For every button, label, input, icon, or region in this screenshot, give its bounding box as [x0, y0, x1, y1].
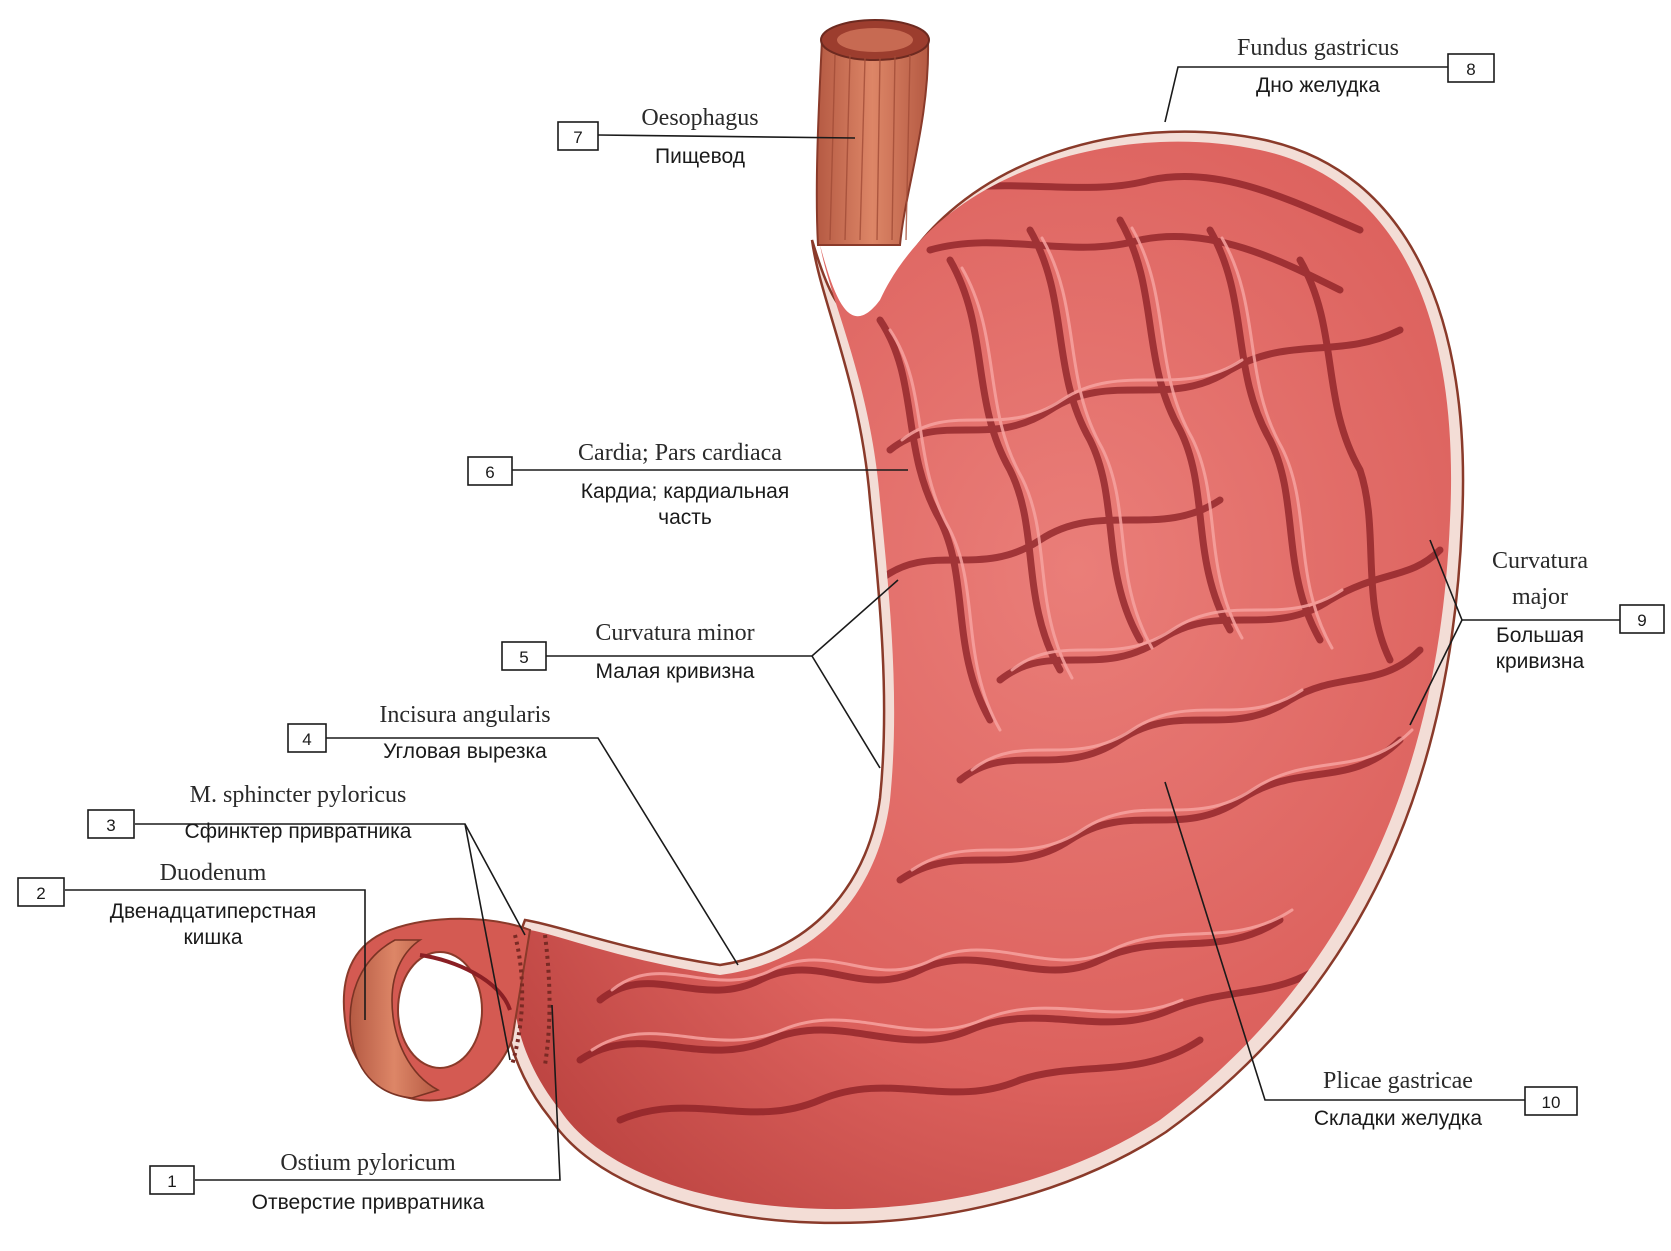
label-number: 6	[485, 463, 494, 482]
russian-term: кривизна	[1496, 650, 1585, 673]
label-curvatura-major: 9 Curvatura major Большая кривизна	[1492, 548, 1664, 673]
label-fundus: 8 Fundus gastricus Дно желудка	[1237, 35, 1494, 97]
russian-term: Сфинктер привратника	[185, 820, 412, 843]
label-number: 3	[106, 816, 115, 835]
label-duodenum: 2 Duodenum Двенадцатиперстная кишка	[18, 860, 316, 949]
russian-term: Малая кривизна	[596, 660, 755, 683]
russian-term: Угловая вырезка	[383, 740, 547, 763]
label-ostium-pyloricum: 1 Ostium pyloricum Отверстие привратника	[150, 1150, 485, 1214]
label-number: 5	[519, 648, 528, 667]
russian-term: Складки желудка	[1314, 1107, 1483, 1130]
russian-term: кишка	[183, 926, 242, 949]
russian-term: Отверстие привратника	[252, 1191, 485, 1214]
label-number: 4	[302, 730, 311, 749]
russian-term: Большая	[1496, 624, 1584, 647]
duodenum	[344, 919, 530, 1101]
latin-term: Fundus gastricus	[1237, 35, 1399, 61]
latin-term: Incisura angularis	[379, 702, 550, 728]
label-curvatura-minor: 5 Curvatura minor Малая кривизна	[502, 620, 755, 683]
latin-term: Cardia; Pars cardiaca	[578, 440, 782, 466]
latin-term: Duodenum	[160, 860, 267, 886]
russian-term: Двенадцатиперстная	[110, 900, 316, 923]
latin-term: Oesophagus	[641, 105, 758, 131]
label-number: 1	[167, 1172, 176, 1191]
label-number: 7	[573, 128, 582, 147]
latin-term: Curvatura	[1492, 548, 1588, 574]
label-plicae-gastricae: 10 Plicae gastricae Складки желудка	[1314, 1068, 1577, 1130]
oesophagus	[817, 20, 929, 245]
latin-term: Plicae gastricae	[1323, 1068, 1473, 1094]
latin-term: major	[1512, 584, 1568, 610]
latin-term: Ostium pyloricum	[280, 1150, 456, 1176]
russian-term: Кардиа; кардиальная	[581, 480, 789, 503]
label-incisura-angularis: 4 Incisura angularis Угловая вырезка	[288, 702, 551, 763]
label-number: 9	[1637, 611, 1646, 630]
russian-term: часть	[658, 506, 712, 529]
label-number: 8	[1466, 60, 1475, 79]
label-sphincter-pyloricus: 3 M. sphincter pyloricus Сфинктер привра…	[88, 782, 412, 843]
label-number: 2	[36, 884, 45, 903]
russian-term: Пищевод	[655, 145, 745, 168]
russian-term: Дно желудка	[1256, 74, 1380, 97]
label-cardia: 6 Cardia; Pars cardiaca Кардиа; кардиаль…	[468, 440, 789, 529]
latin-term: M. sphincter pyloricus	[190, 782, 407, 808]
latin-term: Curvatura minor	[595, 620, 754, 646]
label-number: 10	[1542, 1093, 1561, 1112]
